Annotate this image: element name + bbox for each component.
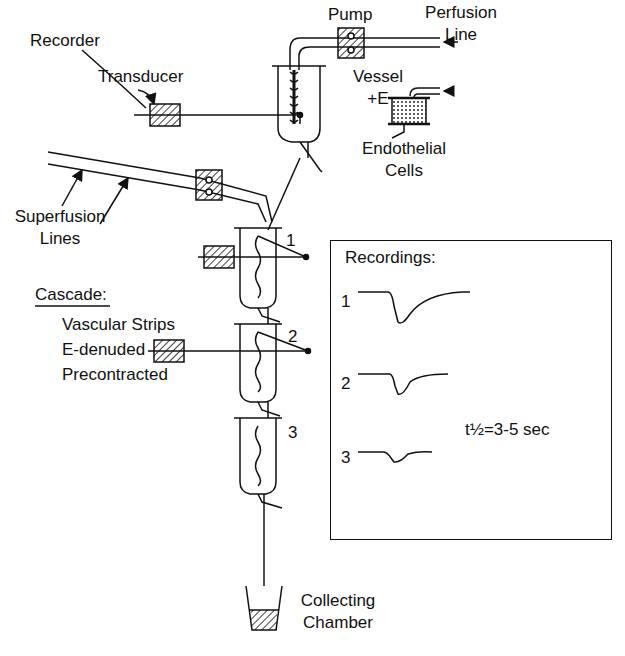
callout-number: 1 <box>286 230 295 252</box>
part-label: Collecting Chamber <box>288 590 388 634</box>
callout-number: 3 <box>288 422 297 444</box>
note-label: t½=3-5 sec <box>465 419 550 441</box>
callout-number: 1 <box>341 291 350 313</box>
note-label: Vascular Strips <box>62 314 175 336</box>
part-label: Pump <box>328 4 372 26</box>
heading-label: Recordings: <box>345 247 436 269</box>
callout-number: 2 <box>341 373 350 395</box>
callout-number: 3 <box>341 447 350 469</box>
part-label: Perfusion Line <box>416 2 506 46</box>
heading-label: Cascade: <box>35 284 107 306</box>
part-label: Transducer <box>98 66 183 88</box>
callout-number: 2 <box>288 326 297 348</box>
part-label: Recorder <box>30 30 100 52</box>
note-label: E-denuded <box>62 339 145 361</box>
part-label: Endothelial Cells <box>354 138 454 182</box>
part-label: Vessel +E <box>348 66 408 110</box>
recordings-box: Recordings: 1 2 3 t½=3-5 sec <box>330 240 612 540</box>
note-label: Precontracted <box>62 364 168 386</box>
part-label: Superfusion Lines <box>10 206 110 250</box>
